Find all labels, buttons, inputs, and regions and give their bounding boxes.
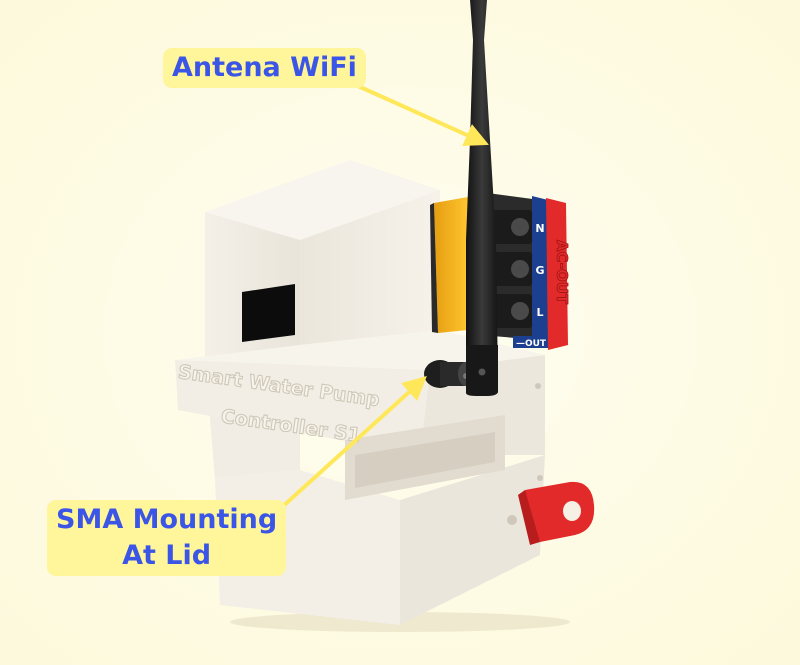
- slot-shadow: [355, 432, 495, 488]
- mounting-bracket: [518, 481, 595, 545]
- relay-board: N G L —OUT: [513, 196, 549, 349]
- ac-out-label: AC-OUT: [553, 240, 571, 305]
- enclosure-upper-side: [300, 190, 440, 345]
- antenna-callout: Antena WiFi: [163, 48, 366, 88]
- yellow-module: [430, 197, 468, 333]
- terminal-screw: [511, 218, 529, 236]
- screw-hole: [535, 383, 541, 389]
- screw-hole: [537, 475, 543, 481]
- ac-out-tag: AC-OUT: [546, 198, 571, 350]
- terminal-screw: [511, 302, 529, 320]
- relay-out-label: —OUT: [516, 339, 547, 349]
- lid-top: [175, 330, 545, 370]
- antenna-arrow: [356, 84, 489, 147]
- terminal-screw: [511, 260, 529, 278]
- screw-hole: [507, 515, 517, 525]
- sma-callout-line-2: At Lid: [122, 540, 212, 571]
- sma-callout: SMA Mounting At Lid: [47, 500, 287, 576]
- enclosure-top-face: [205, 160, 440, 240]
- sma-callout-line-1: SMA Mounting: [56, 504, 278, 535]
- bracket-hole: [563, 501, 581, 521]
- enclosure-right-side: [400, 455, 545, 625]
- wifi-antenna: [465, 0, 498, 396]
- relay-pin-g: G: [535, 264, 544, 277]
- sma-arrow: [268, 375, 427, 520]
- relay-pin-l: L: [536, 306, 543, 319]
- relay-pin-n: N: [535, 222, 544, 235]
- display-window: [242, 284, 295, 342]
